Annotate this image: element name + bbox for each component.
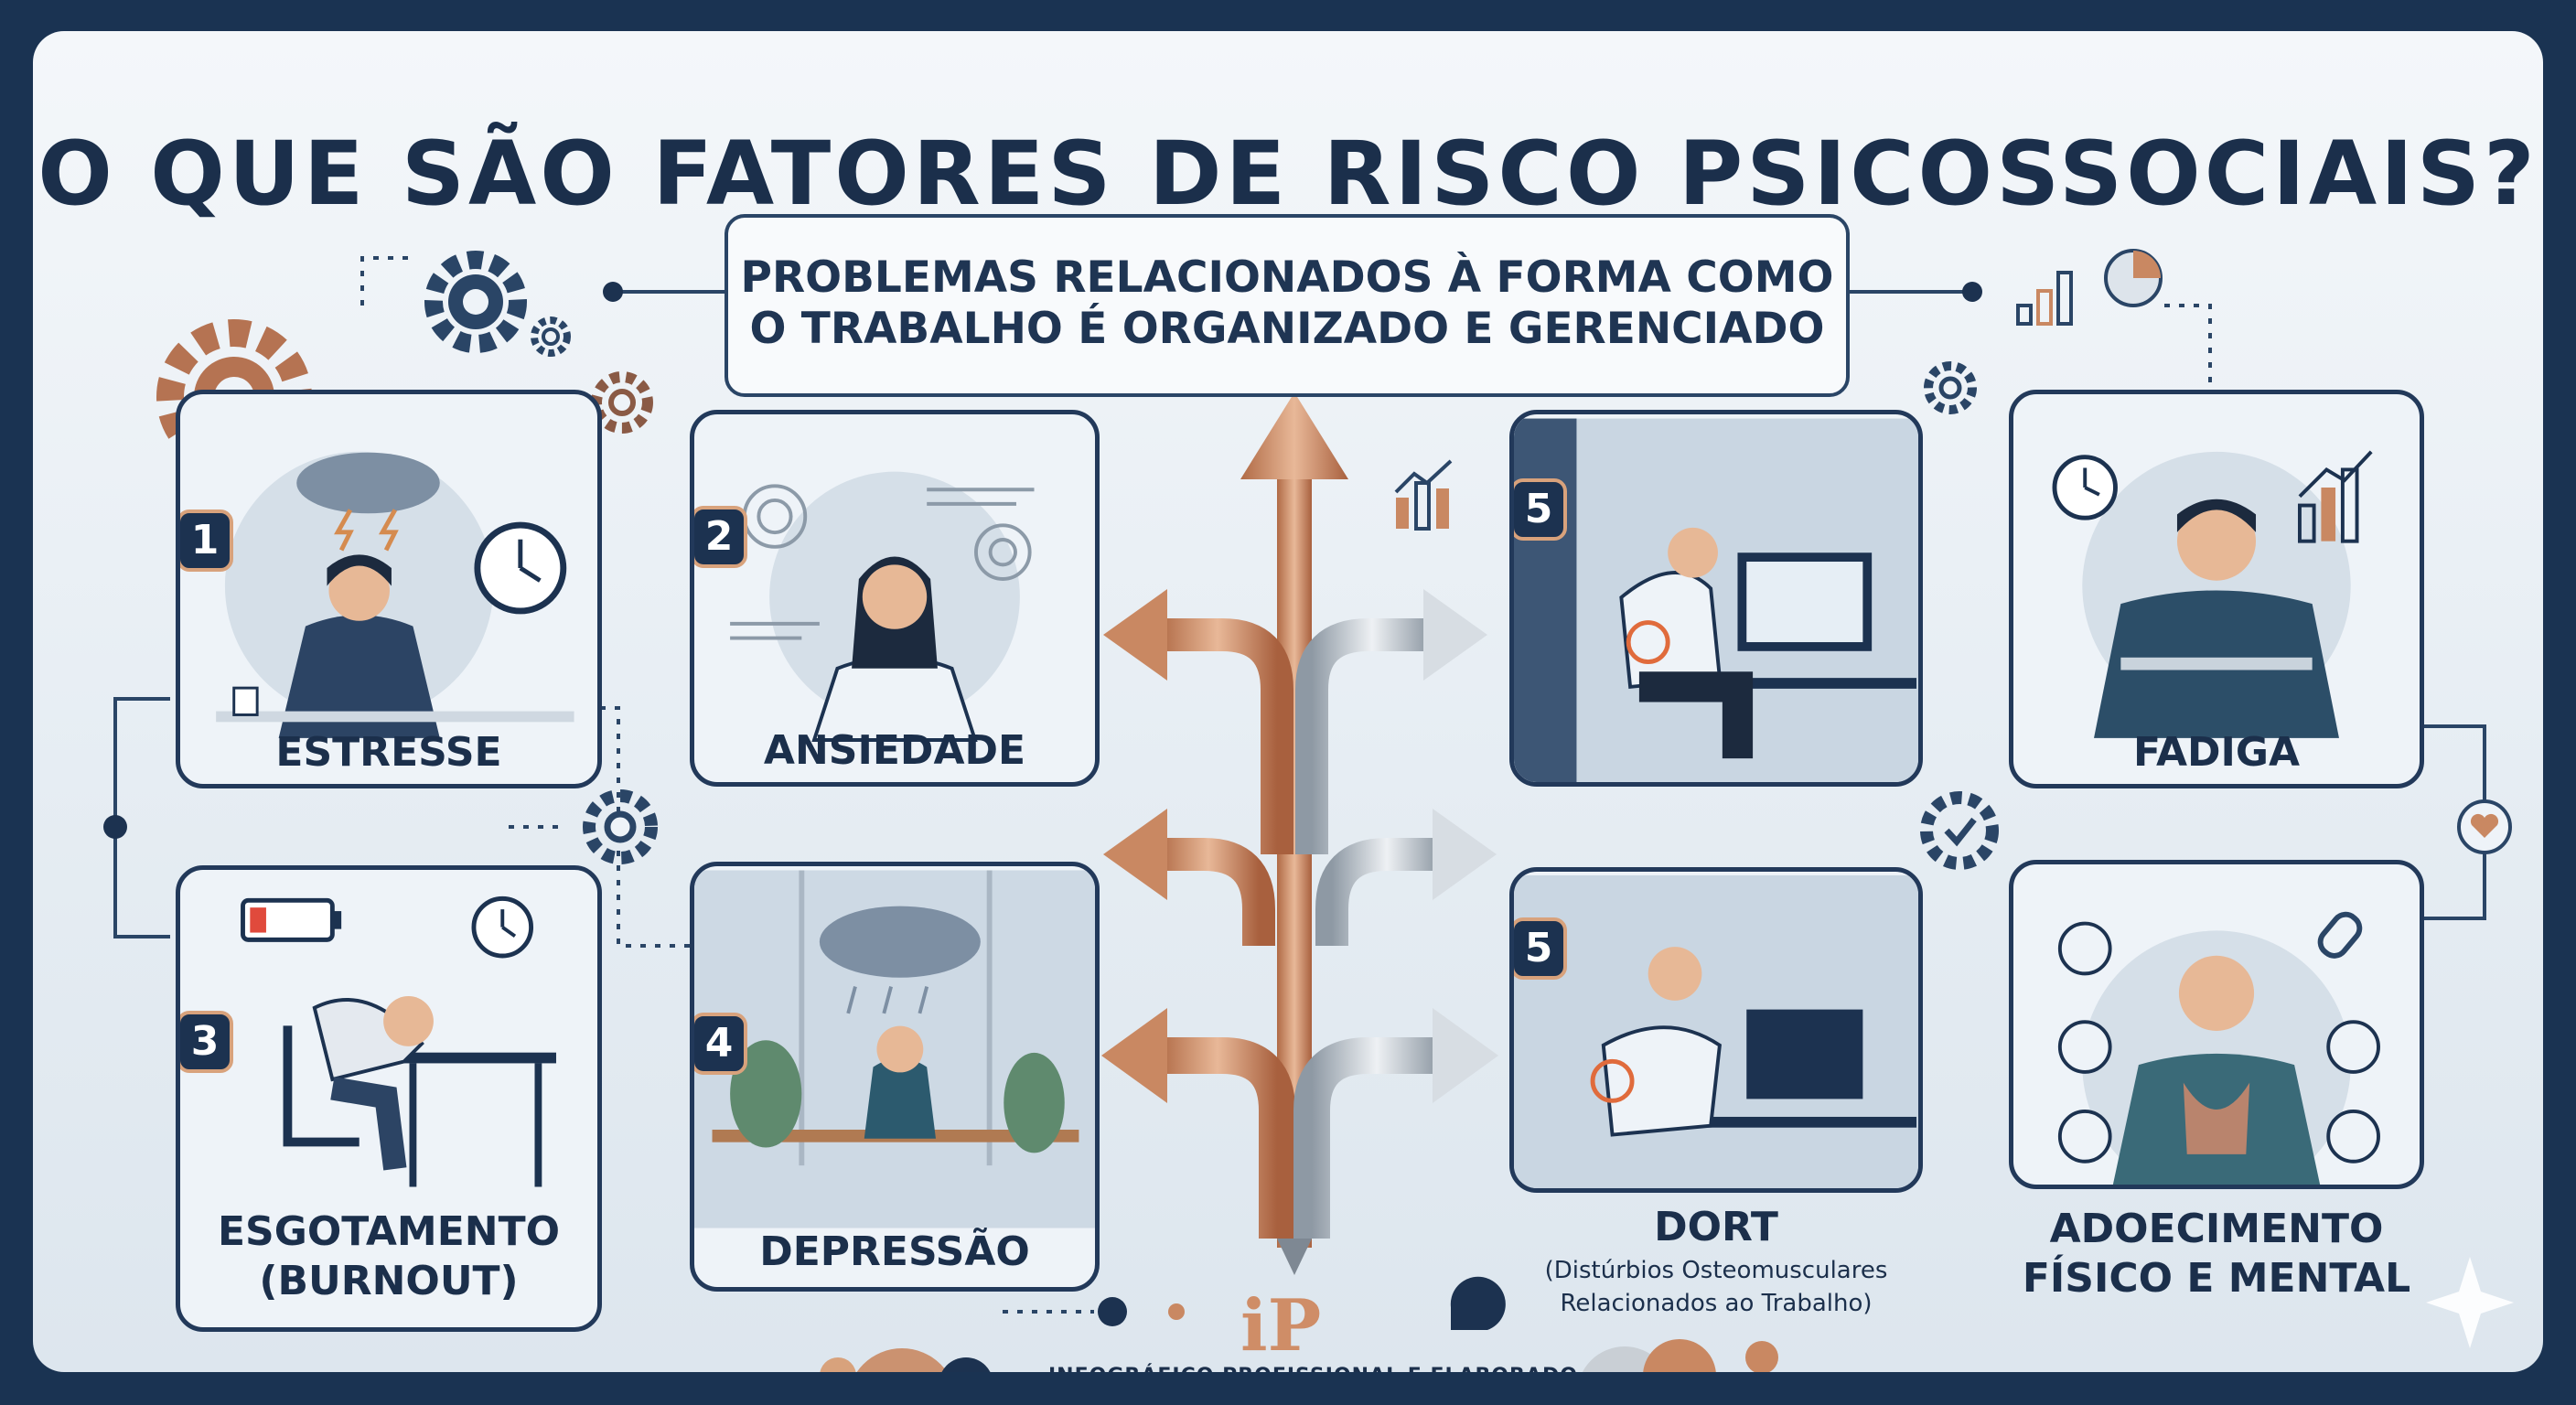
dort-description-line-1: (Distúrbios Osteomusculares [1544, 1257, 1888, 1284]
checkmark-icon [1920, 791, 1999, 870]
badge-1: 1 [180, 509, 233, 572]
anxious-worker-illustration [730, 471, 1035, 742]
adoecimento-line-2: FÍSICO E MENTAL [2022, 1255, 2411, 1302]
chain-icon [2317, 911, 2363, 959]
badge-5-top: 5 [1514, 478, 1567, 541]
card-fadiga: FADIGA [2009, 390, 2424, 788]
card-label-fadiga: FADIGA [2132, 729, 2301, 776]
office-posture-illustration [1514, 418, 1918, 782]
heart-icon [2457, 799, 2512, 854]
bar-chart-icon [2297, 450, 2373, 543]
bar-chart-icon [1394, 459, 1453, 531]
rain-cloud-icon [819, 906, 981, 1014]
card-adoecimento [2009, 860, 2424, 1189]
clock-icon [471, 896, 534, 959]
depressed-worker-illustration [694, 870, 1095, 1228]
card-label-depressao: DEPRESSÃO [759, 1228, 1030, 1275]
gear-icon [591, 371, 653, 434]
brand-logo: iP [1240, 1284, 1322, 1367]
burnout-worker-illustration [241, 896, 556, 1187]
badge-2: 2 [694, 506, 747, 568]
card-depressao: 4 DEPRESSÃO [690, 862, 1100, 1292]
stressed-worker-illustration [216, 451, 574, 738]
subtitle-line-2: O TRABALHO É ORGANIZADO E GERENCIADO [749, 304, 1825, 355]
fatigued-worker-illustration [2052, 450, 2373, 738]
page-title: O QUE SÃO FATORES DE RISCO PSICOSSOCIAIS… [38, 123, 2538, 225]
card-label-ansiedade: ANSIEDADE [763, 727, 1026, 774]
dort-illustration [1514, 874, 1918, 1188]
subtitle-box: PROBLEMAS RELACIONADOS À FORMA COMO O TR… [724, 214, 1850, 397]
card-estresse: 1 ESTRESSE [176, 390, 602, 788]
clock-icon [2052, 455, 2118, 520]
gear-icon [1924, 361, 1977, 414]
card-label-burnout: (BURNOUT) [259, 1258, 519, 1304]
card-ansiedade: 2 ANSIEDADE [690, 410, 1100, 787]
connector-lines [103, 249, 2514, 1372]
battery-icon [241, 897, 342, 942]
card-esgotamento: 3 ESGOTAMENTO (BURNOUT) [176, 865, 602, 1332]
adoecimento-line-1: ADOECIMENTO [2049, 1206, 2384, 1252]
card-label-esgotamento: ESGOTAMENTO [218, 1208, 560, 1255]
gear-icon [583, 789, 658, 864]
badge-3: 3 [180, 1011, 233, 1073]
infographic-frame: O QUE SÃO FATORES DE RISCO PSICOSSOCIAIS… [33, 31, 2543, 1372]
card-office-posture: 5 [1509, 410, 1923, 787]
dort-title: DORT [1654, 1204, 1778, 1250]
card-label-estresse: ESTRESSE [275, 729, 502, 776]
pie-chart-icon [2104, 249, 2163, 307]
badge-4: 4 [694, 1013, 747, 1075]
card-dort: 5 [1509, 867, 1923, 1193]
bar-chart-icon [2016, 271, 2073, 326]
subtitle-line-1: PROBLEMAS RELACIONADOS À FORMA COMO [740, 252, 1834, 303]
dort-description-line-2: Relacionados ao Trabalho) [1560, 1290, 1873, 1317]
clock-icon [474, 521, 567, 615]
sparkle-icon [2426, 1257, 2514, 1348]
rain-cloud-icon [296, 452, 440, 552]
badge-5-bottom: 5 [1514, 917, 1567, 980]
physical-mental-illness-illustration [2057, 911, 2380, 1185]
gear-icon [424, 251, 527, 353]
gear-icon [531, 316, 571, 357]
footer-caption: INFOGRÁFICO PROFISSIONAL E ELABORADO [1048, 1365, 1578, 1372]
